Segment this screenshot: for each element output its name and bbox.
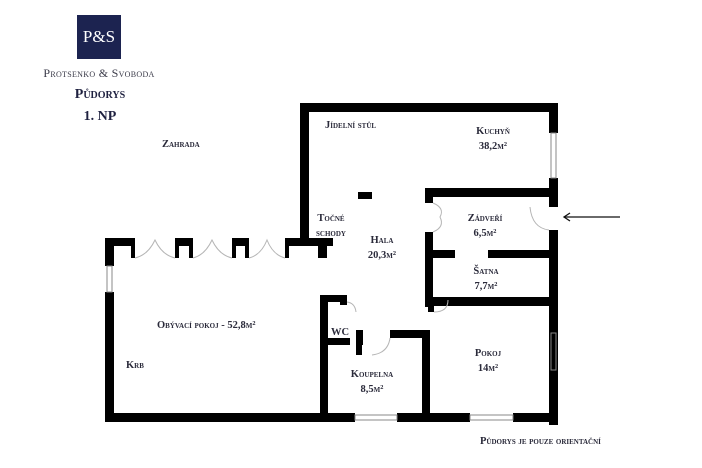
room-area: 8,5m² [360,384,384,395]
room-label-hala: Hala 20,3m² [362,233,402,263]
logo: P&S [77,15,121,59]
room-label-kuchyn: Kuchyň 38,2m² [468,124,518,154]
room-area: 14m² [477,363,499,374]
room-name-line2: schody [316,228,346,239]
room-name: Pokoj [474,348,502,359]
room-area: 20,3m² [367,250,397,261]
room-area: 7,7m² [474,281,498,292]
room-name: Kuchyň [476,126,510,137]
room-name: Zádveří [467,213,503,224]
arrow-left-icon [562,212,620,222]
room-label-zadveri: Zádveří 6,5m² [458,211,512,241]
walls [105,103,558,425]
disclaimer-note: Půdorys je pouze orientační [480,436,601,447]
room-label-wc: WC [331,327,350,338]
room-name: Hala [370,235,394,246]
room-label-tocne-schody: Točné schody [308,211,354,241]
company-name: Protsenko & Svoboda [43,66,155,80]
room-area: 6,5m² [473,228,497,239]
room-label-zahrada: Zahrada [162,139,200,150]
room-label-jidelni-stul: Jídelní stůl [325,120,377,131]
door-arcs [134,202,550,356]
room-label-obyvaci-pokoj: Obývací pokoj - 52,8m² [157,320,256,331]
room-area: 38,2m² [478,141,508,152]
room-name: Šatna [473,266,499,277]
plan-title: Půdorys [74,87,126,102]
room-label-krb: Krb [126,360,144,371]
room-label-pokoj: Pokoj 14m² [468,346,508,376]
logo-text: P&S [82,27,116,46]
windows [106,132,557,421]
room-name: Koupelna [350,369,394,380]
floor-label: 1. NP [83,109,117,124]
room-label-satna: Šatna 7,7m² [464,264,508,294]
room-label-koupelna: Koupelna 8,5m² [342,367,402,397]
room-name: Točné [317,213,345,224]
